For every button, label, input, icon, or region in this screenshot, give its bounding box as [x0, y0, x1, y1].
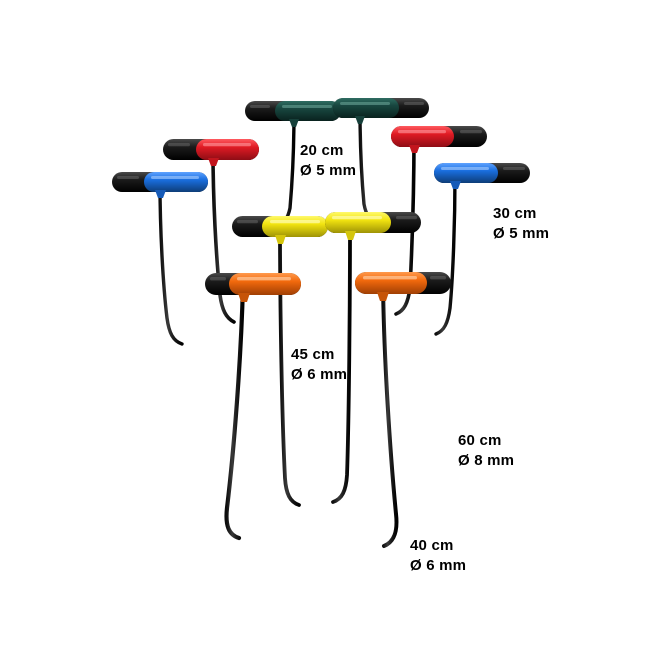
label-60cm-length: 60 cm — [458, 432, 502, 449]
label-40cm: 40 cm Ø 6 mm — [410, 536, 466, 576]
label-30cm-length: 30 cm — [493, 205, 537, 222]
tool-orange-right — [355, 272, 451, 548]
label-45cm-length: 45 cm — [291, 346, 335, 363]
handle-green-right — [333, 98, 429, 124]
handle-blue-right — [434, 163, 530, 189]
handle-green-left — [245, 101, 341, 127]
label-40cm-diameter: Ø 6 mm — [410, 557, 467, 574]
label-40cm-length: 40 cm — [410, 537, 454, 554]
tool-blue-right — [434, 163, 530, 336]
handle-orange-left — [205, 273, 301, 302]
label-60cm: 60 cm Ø 8 mm — [458, 431, 514, 471]
handle-red-left — [163, 139, 259, 166]
label-20cm: 20 cm Ø 5 mm — [300, 141, 356, 181]
tool-orange-left — [205, 273, 301, 541]
tool-blue-left — [112, 172, 208, 346]
handle-blue-left — [112, 172, 208, 198]
tool-red-left — [163, 139, 259, 324]
label-20cm-length: 20 cm — [300, 142, 344, 159]
label-45cm-diameter: Ø 6 mm — [291, 366, 348, 383]
handle-yellow-left — [232, 216, 328, 244]
handle-yellow-right — [325, 212, 421, 240]
label-30cm: 30 cm Ø 5 mm — [493, 204, 549, 244]
label-60cm-diameter: Ø 8 mm — [458, 452, 515, 469]
label-45cm: 45 cm Ø 6 mm — [291, 345, 347, 385]
handle-orange-right — [355, 272, 451, 301]
label-30cm-diameter: Ø 5 mm — [493, 225, 550, 242]
tool-yellow-right — [325, 212, 421, 504]
label-20cm-diameter: Ø 5 mm — [300, 162, 357, 179]
handle-red-right — [391, 126, 487, 153]
